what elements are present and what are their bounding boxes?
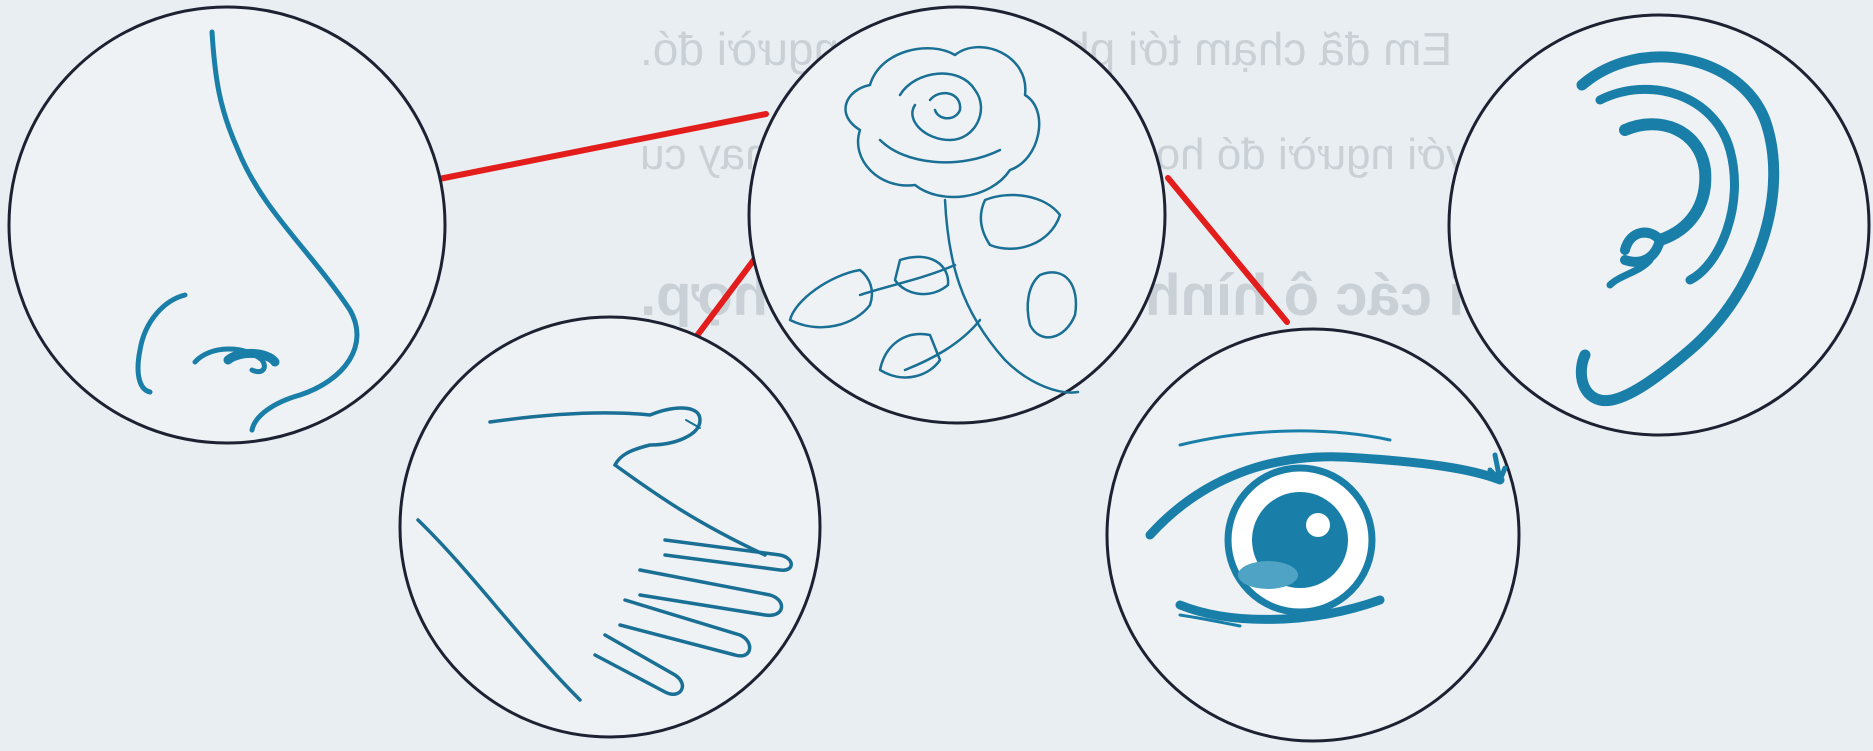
nose-circle[interactable] (9, 7, 445, 443)
eye-circle[interactable] (1107, 329, 1519, 741)
connector-rose-nose (434, 114, 766, 180)
rose-circle[interactable] (749, 7, 1165, 423)
connector-rose-eye (1168, 178, 1287, 322)
ear-circle[interactable] (1449, 15, 1869, 435)
hand-circle[interactable] (400, 317, 820, 737)
